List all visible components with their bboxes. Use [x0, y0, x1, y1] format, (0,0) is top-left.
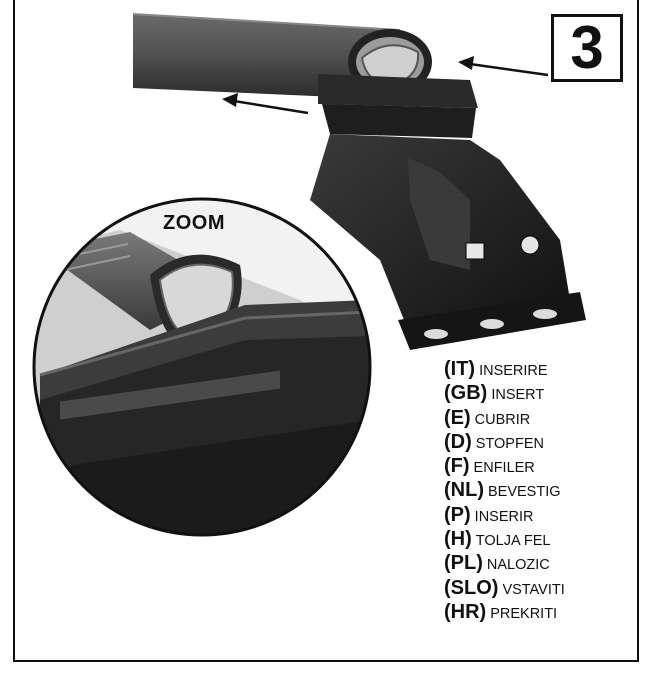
instruction-legend: (IT)INSERIRE (GB)INSERT (E)CUBRIR (D)STO…	[444, 357, 565, 624]
arrow-left-icon	[222, 93, 309, 115]
legend-item-d: (D)STOPFEN	[444, 430, 565, 454]
language-code: (IT)	[444, 358, 476, 380]
language-code: (NL)	[444, 479, 484, 502]
instruction-word: INSERIR	[474, 508, 534, 525]
instruction-word: BEVESTIG	[487, 484, 561, 501]
instruction-word: PREKRITI	[490, 605, 558, 622]
instruction-word: NALOZIC	[486, 557, 550, 574]
instruction-word: TOLJA FEL	[475, 533, 551, 550]
illustration-frame	[13, 0, 639, 662]
instruction-word: INSERIRE	[479, 363, 548, 379]
zoom-detail	[32, 197, 372, 537]
instruction-word: ENFILER	[473, 460, 535, 477]
language-code: (E)	[444, 406, 471, 429]
legend-item-hr: (HR)PREKRITI	[444, 600, 565, 624]
arrow-left-icon	[458, 56, 549, 77]
legend-item-it: (IT)INSERIRE	[444, 357, 565, 381]
legend-item-p: (P)INSERIR	[444, 503, 565, 527]
language-code: (P)	[444, 503, 471, 526]
language-code: (SLO)	[444, 576, 499, 599]
language-code: (HR)	[444, 600, 487, 623]
language-code: (D)	[444, 430, 472, 453]
legend-item-f: (F)ENFILER	[444, 454, 565, 478]
instruction-word: INSERT	[491, 387, 545, 404]
zoom-label: ZOOM	[163, 212, 225, 234]
language-code: (F)	[444, 455, 470, 478]
instruction-word: STOPFEN	[475, 435, 544, 452]
language-code: (H)	[444, 528, 472, 551]
instruction-word: VSTAVITI	[502, 581, 565, 598]
legend-item-pl: (PL)NALOZIC	[444, 551, 565, 575]
legend-item-h: (H)TOLJA FEL	[444, 527, 565, 551]
step-number-box: 3	[551, 14, 623, 82]
legend-item-e: (E)CUBRIR	[444, 406, 565, 430]
roof-foot	[310, 74, 586, 350]
legend-item-nl: (NL)BEVESTIG	[444, 478, 565, 502]
legend-item-gb: (GB)INSERT	[444, 381, 565, 405]
language-code: (PL)	[444, 552, 483, 575]
instruction-word: CUBRIR	[474, 411, 531, 428]
language-code: (GB)	[444, 382, 488, 405]
legend-item-slo: (SLO)VSTAVITI	[444, 576, 565, 600]
